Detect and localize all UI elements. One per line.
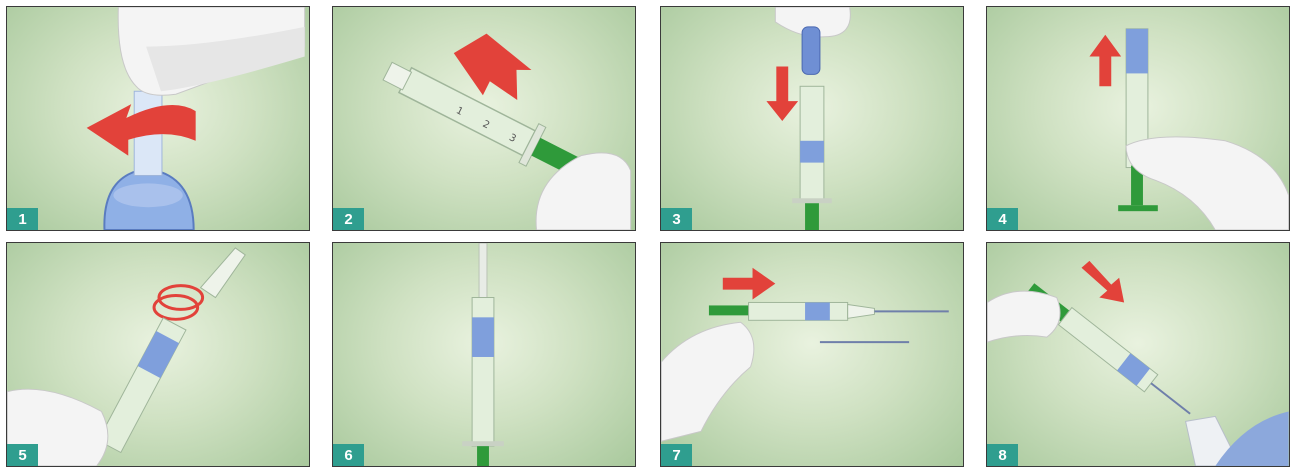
step-8-illustration xyxy=(987,243,1289,466)
glove-hand-icon xyxy=(661,322,754,441)
syringe-icon xyxy=(1118,29,1158,211)
arrow-icon xyxy=(723,268,776,300)
step-number-badge: 8 xyxy=(987,444,1018,466)
step-4-panel: 4 xyxy=(986,6,1290,231)
arrow-icon xyxy=(1082,261,1125,303)
syringe-icon xyxy=(462,243,504,466)
step-number-badge: 7 xyxy=(661,444,692,466)
step-7-illustration xyxy=(661,243,963,466)
syringe-icon xyxy=(98,318,186,453)
step-1-illustration xyxy=(7,7,309,230)
step-2-illustration: 1 2 3 xyxy=(333,7,635,230)
arrow-icon xyxy=(1089,35,1121,87)
syringe-icon xyxy=(709,302,875,320)
step-number-badge: 5 xyxy=(7,444,38,466)
step-6-illustration xyxy=(333,243,635,466)
glove-hand-icon xyxy=(118,7,305,95)
arrow-icon xyxy=(449,30,536,102)
step-2-panel: 1 2 3 2 xyxy=(332,6,636,231)
step-8-panel: 8 xyxy=(986,242,1290,467)
step-number-badge: 4 xyxy=(987,208,1018,230)
step-5-illustration xyxy=(7,243,309,466)
step-1-panel: 1 xyxy=(6,6,310,231)
step-number-badge: 3 xyxy=(661,208,692,230)
step-5-panel: 5 xyxy=(6,242,310,467)
arrow-icon xyxy=(766,66,798,121)
vial-icon xyxy=(802,27,820,75)
step-6-panel: 6 xyxy=(332,242,636,467)
glove-hand-icon xyxy=(1126,137,1289,230)
step-number-badge: 1 xyxy=(7,208,38,230)
arrow-icon xyxy=(154,286,203,320)
step-7-panel: 7 xyxy=(660,242,964,467)
step-3-panel: 3 xyxy=(660,6,964,231)
step-3-illustration xyxy=(661,7,963,230)
cap-icon xyxy=(201,248,246,298)
syringe-icon xyxy=(792,86,832,230)
step-number-badge: 6 xyxy=(333,444,364,466)
step-4-illustration xyxy=(987,7,1289,230)
step-number-badge: 2 xyxy=(333,208,364,230)
glove-hand-icon xyxy=(987,291,1060,342)
